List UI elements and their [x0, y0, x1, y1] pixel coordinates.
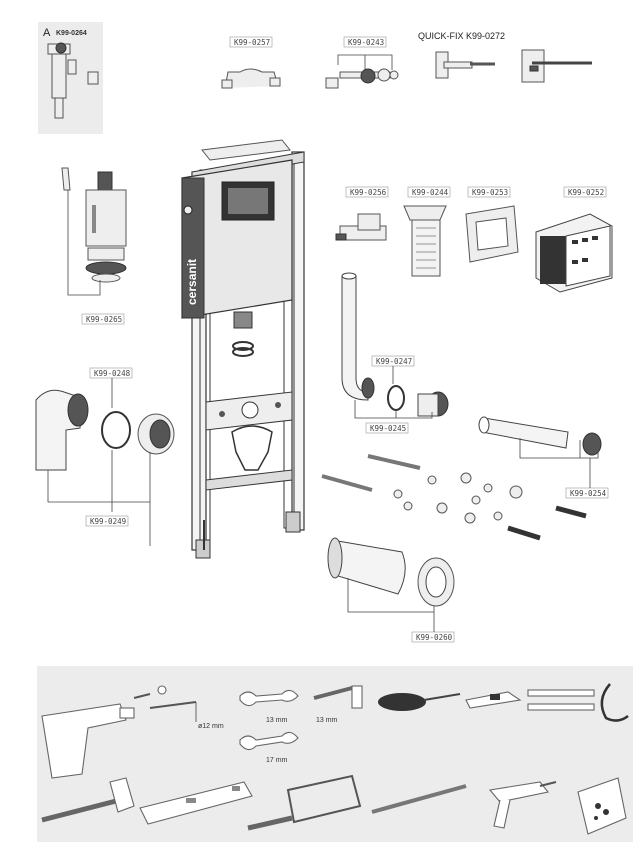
screwdriver-icon [378, 693, 461, 711]
fixings [321, 454, 587, 541]
marker-pencil-icon [371, 784, 467, 814]
wrench-17-size: 17 mm [266, 757, 288, 764]
installation-frame: cersanit [181, 139, 305, 559]
drill-bit-size: ø12 mm [198, 723, 224, 730]
fill-valve-box: A K99-0264 [38, 22, 103, 134]
label-k99-0245: K99-0245 [370, 424, 406, 433]
label-k99-0249: K99-0249 [90, 517, 126, 526]
part-k99-0253: K99-0253 [465, 186, 519, 263]
label-k99-0252: K99-0252 [568, 188, 604, 197]
template-plate-icon [577, 777, 627, 835]
part-k99-0265: K99-0265 [61, 167, 127, 325]
part-quick-fix: QUICK-FIX K99-0272 [418, 31, 592, 83]
label-k99-0256: K99-0256 [350, 188, 387, 197]
wrench-17-icon: 17 mm [239, 731, 299, 764]
label-k99-0244: K99-0244 [412, 188, 449, 197]
label-k99-0260: K99-0260 [416, 633, 453, 642]
fill-valve-icon [47, 42, 99, 119]
drill-bit-icon: ø12 mm [133, 685, 224, 730]
part-k99-0260: K99-0260 [327, 537, 455, 643]
tools-panel: ø12 mm 13 mm 17 mm 13 mm [37, 666, 633, 842]
socket-size: 13 mm [316, 717, 338, 724]
sealant-strip-icon [600, 683, 629, 722]
label-k99-0248: K99-0248 [94, 369, 131, 378]
part-k99-0254: K99-0254 [478, 416, 609, 499]
label-k99-0257: K99-0257 [234, 38, 270, 47]
part-k99-0252: K99-0252 [535, 186, 613, 293]
caulking-gun-icon [488, 781, 557, 829]
part-k99-0249: K99-0248 K99-0249 [35, 367, 175, 546]
label-k99-0243: K99-0243 [348, 38, 384, 47]
wrench-13-icon: 13 mm [239, 689, 299, 724]
part-k99-0257: K99-0257 [221, 36, 281, 89]
label-quick-fix: QUICK-FIX K99-0272 [418, 31, 505, 41]
part-k99-0243: K99-0243 [325, 36, 399, 89]
label-k99-0265: K99-0265 [86, 315, 122, 324]
utility-knife-icon [465, 691, 522, 709]
wedges-icon [527, 689, 595, 711]
label-k99-0247: K99-0247 [376, 357, 412, 366]
label-k99-0253: K99-0253 [472, 188, 508, 197]
part-k99-0256: K99-0256 [335, 186, 389, 241]
wrench-13-size: 13 mm [266, 717, 288, 724]
part-k99-0245: K99-0247 K99-0245 [341, 272, 449, 434]
brand-logo: cersanit [185, 259, 199, 305]
label-k99-0254: K99-0254 [570, 489, 607, 498]
part-k99-0244: K99-0244 [403, 186, 451, 277]
hacksaw-icon [247, 774, 362, 831]
corner-letter: A [43, 27, 51, 39]
spirit-level-icon [139, 781, 253, 825]
socket-wrench-icon: 13 mm [313, 685, 363, 724]
hammer-icon [41, 777, 135, 823]
label-k99-0264: K99-0264 [56, 30, 87, 37]
drill-icon [41, 703, 135, 779]
